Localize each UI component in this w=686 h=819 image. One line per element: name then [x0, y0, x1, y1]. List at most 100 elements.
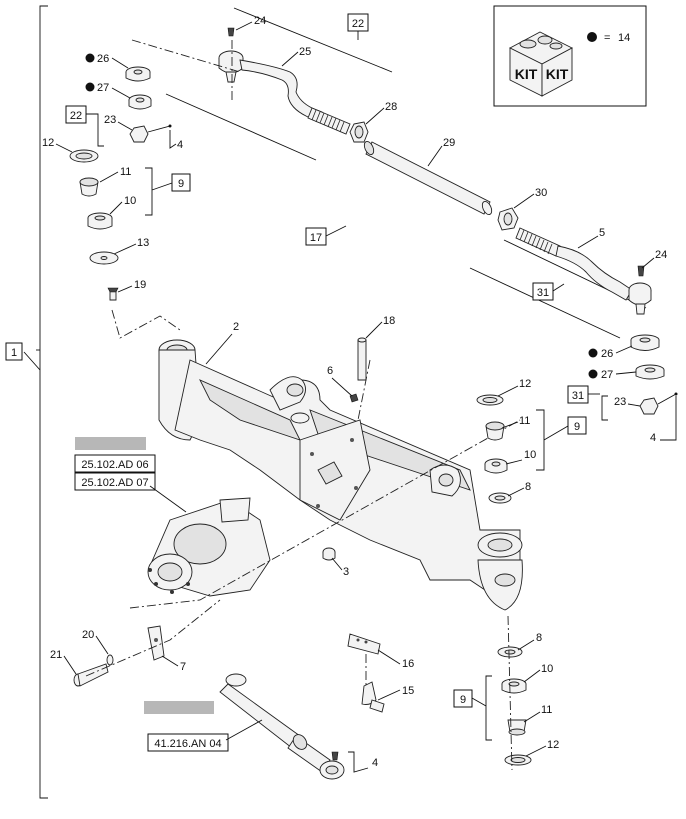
- callout-9-right-bottom[interactable]: 9: [453, 689, 473, 708]
- label-7: 7: [161, 655, 186, 673]
- reference-box-1[interactable]: 25.102.AD 06: [74, 454, 156, 473]
- svg-text:22: 22: [70, 110, 82, 122]
- kit-number: 14: [618, 32, 630, 44]
- svg-text:15: 15: [402, 685, 414, 697]
- svg-text:12: 12: [519, 378, 531, 390]
- label-27-left: 27: [85, 82, 131, 99]
- svg-text:2: 2: [233, 321, 239, 333]
- svg-text:11: 11: [541, 704, 552, 716]
- clamp-15: [361, 681, 385, 713]
- bearing-cup-10-right-bottom: [501, 678, 527, 694]
- callout-9-left[interactable]: 9: [171, 173, 191, 192]
- kit-box-icon: KIT KIT: [509, 31, 573, 97]
- svg-text:31: 31: [537, 287, 549, 299]
- callout-9-right-top[interactable]: 9: [567, 416, 587, 435]
- svg-text:26: 26: [601, 348, 613, 360]
- svg-text:12: 12: [42, 137, 54, 149]
- callout-17[interactable]: 17: [305, 227, 327, 246]
- svg-text:9: 9: [178, 178, 184, 190]
- label-8-bottom: 8: [517, 632, 542, 651]
- svg-text:25.102.AD 07: 25.102.AD 07: [81, 477, 148, 489]
- grey-placeholder-top: [75, 437, 146, 450]
- svg-text:28: 28: [385, 101, 397, 113]
- reference-box-3[interactable]: 41.216.AN 04: [147, 733, 229, 752]
- grey-placeholder-bottom: [144, 701, 214, 714]
- svg-text:12: 12: [547, 739, 559, 751]
- label-8-top: 8: [507, 481, 531, 497]
- seal-12-left: [69, 149, 99, 163]
- shim-8-top: [488, 492, 512, 504]
- svg-text:30: 30: [535, 187, 547, 199]
- label-24-right: 24: [641, 249, 667, 269]
- svg-text:10: 10: [524, 449, 536, 461]
- tube-29: [363, 140, 493, 216]
- label-12-left: 12: [42, 137, 73, 153]
- svg-text:5: 5: [599, 227, 605, 239]
- svg-text:6: 6: [327, 365, 333, 377]
- svg-text:25: 25: [299, 46, 311, 58]
- label-4-left: 4: [169, 130, 183, 151]
- svg-text:21: 21: [50, 649, 62, 661]
- svg-text:16: 16: [402, 658, 414, 670]
- label-12-right-bottom: 12: [525, 739, 559, 757]
- label-16: 16: [377, 649, 414, 670]
- svg-text:3: 3: [343, 566, 349, 578]
- bearing-cup-10-right-top: [484, 458, 508, 474]
- label-30: 30: [513, 187, 547, 209]
- svg-text:1: 1: [11, 347, 17, 359]
- svg-text:10: 10: [541, 663, 553, 675]
- callout-22-left[interactable]: 22: [65, 105, 87, 124]
- label-4-right: 4: [650, 396, 677, 444]
- label-26-right: 26: [588, 345, 633, 360]
- label-4-bottom: 4: [348, 751, 378, 773]
- label-2: 2: [205, 321, 239, 365]
- tie-rod-end-left: [165, 7, 393, 161]
- svg-text:4: 4: [177, 139, 183, 151]
- bushing-3: [322, 547, 336, 561]
- callout-22-top[interactable]: 22: [347, 13, 369, 32]
- bearing-cup-10-left: [87, 212, 113, 230]
- svg-text:29: 29: [443, 137, 455, 149]
- svg-text:41.216.AN 04: 41.216.AN 04: [154, 738, 221, 750]
- kit-bullet-icon: [85, 53, 95, 63]
- svg-text:23: 23: [104, 114, 116, 126]
- label-24-top: 24: [235, 15, 266, 31]
- label-10-left: 10: [109, 195, 136, 215]
- svg-text:11: 11: [120, 166, 131, 178]
- bearing-cone-11-left: [79, 177, 99, 197]
- label-5: 5: [577, 227, 605, 249]
- svg-text:11: 11: [519, 415, 530, 427]
- callout-1[interactable]: 1: [5, 342, 23, 361]
- differential-assembly: [147, 497, 271, 597]
- label-11-right-bottom: 11: [523, 704, 552, 723]
- label-6: 6: [327, 365, 353, 397]
- svg-text:23: 23: [614, 396, 626, 408]
- label-15: 15: [377, 685, 414, 701]
- callout-31-top[interactable]: 31: [532, 282, 554, 301]
- nut-30: [497, 207, 519, 231]
- svg-text:24: 24: [655, 249, 667, 261]
- label-3: 3: [331, 557, 349, 578]
- callout-31-right[interactable]: 31: [567, 385, 589, 404]
- bolt-21: [73, 663, 109, 687]
- bracket-16: [347, 633, 381, 655]
- axle-housing-2: [158, 339, 523, 611]
- kit-bullet-icon: [587, 32, 597, 42]
- tie-rod-end-right: [469, 227, 652, 339]
- label-18: 18: [365, 315, 395, 339]
- reference-box-2[interactable]: 25.102.AD 07: [74, 472, 156, 491]
- bolt-19: [107, 287, 119, 301]
- svg-text:18: 18: [383, 315, 395, 327]
- label-19: 19: [117, 279, 146, 293]
- label-11-left: 11: [99, 166, 131, 183]
- washer-27-left: [128, 94, 152, 110]
- svg-text:24: 24: [254, 15, 266, 27]
- svg-text:9: 9: [460, 694, 466, 706]
- svg-text:10: 10: [124, 195, 136, 207]
- svg-text:8: 8: [536, 632, 542, 644]
- svg-text:22: 22: [352, 18, 364, 30]
- label-10-right-top: 10: [505, 449, 536, 465]
- bearing-cone-11-right-top: [485, 421, 505, 441]
- svg-text:27: 27: [97, 82, 109, 94]
- label-12-right-top: 12: [497, 378, 531, 397]
